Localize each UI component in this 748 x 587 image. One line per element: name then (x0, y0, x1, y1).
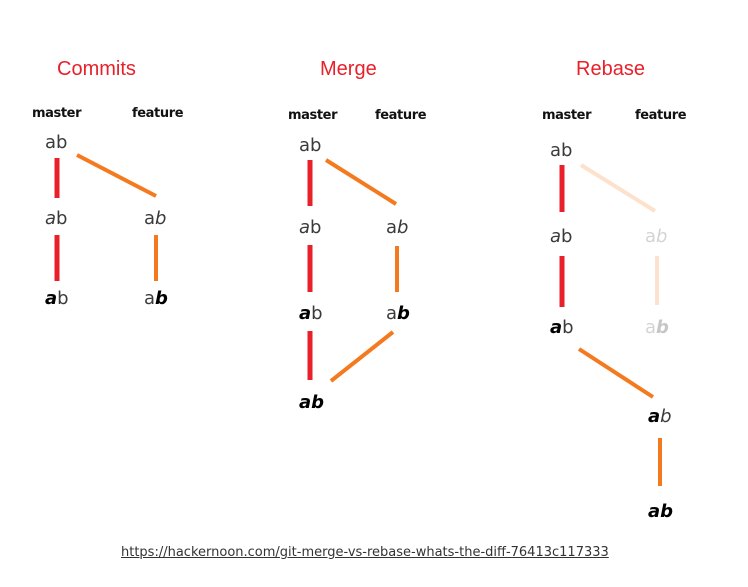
node-a-bold: a (45, 288, 58, 309)
rebase-old-feature-node-1: ab (645, 228, 667, 246)
rebase-master-node-1: ab (550, 142, 572, 160)
merge-master-header: master (288, 108, 338, 123)
rebase-title: Rebase (576, 58, 645, 80)
node-a: a (45, 132, 57, 153)
node-a: a (386, 303, 398, 324)
commits-title: Commits (57, 58, 136, 80)
node-b: b (56, 132, 68, 153)
node-b: b (155, 208, 167, 229)
merge-feature-node-1: ab (386, 219, 408, 237)
commits-master-node-3: ab (45, 290, 69, 308)
rebase-old-feature-node-2: ab (645, 319, 669, 337)
node-b-bold: b (656, 317, 669, 338)
node-a-bold: a (550, 317, 563, 338)
node-a: a (550, 226, 562, 247)
node-b: b (397, 217, 409, 238)
rebase-new-feature-node-2: ab (648, 503, 673, 521)
node-a-bold: a (648, 501, 661, 522)
node-a: a (645, 317, 657, 338)
commits-feature-node-2: ab (144, 290, 168, 308)
rebase-master-header: master (542, 108, 592, 123)
rebase-old-branch-edge (579, 163, 657, 213)
node-a: a (299, 217, 311, 238)
rebase-new-branch-edge (577, 347, 655, 399)
commits-master-node-1: ab (45, 134, 67, 152)
node-a: a (386, 217, 398, 238)
node-a: a (144, 288, 156, 309)
node-b: b (310, 217, 322, 238)
rebase-new-feature-node-1: ab (648, 408, 672, 426)
node-b: b (561, 140, 573, 161)
merge-master-node-2: ab (299, 219, 321, 237)
node-b: b (57, 288, 69, 309)
commits-branch-edge (76, 153, 157, 198)
node-a: a (645, 226, 657, 247)
node-a: a (45, 208, 57, 229)
merge-master-node-4: ab (299, 394, 324, 412)
node-b-bold: b (660, 501, 674, 522)
node-b-bold: b (311, 392, 325, 413)
node-b: b (310, 135, 322, 156)
merge-feature-node-2: ab (386, 305, 410, 323)
node-b: b (660, 406, 672, 427)
node-b: b (656, 226, 668, 247)
node-a-bold: a (299, 392, 312, 413)
commits-master-node-2: ab (45, 210, 67, 228)
rebase-master-node-3: ab (550, 319, 574, 337)
merge-title: Merge (320, 58, 377, 80)
commits-master-header: master (32, 106, 82, 121)
node-a-bold: a (648, 406, 661, 427)
node-a-bold: a (299, 303, 312, 324)
merge-feature-header: feature (375, 108, 427, 123)
merge-master-node-3: ab (299, 305, 323, 323)
rebase-master-node-2: ab (550, 228, 572, 246)
merge-join-edge (329, 330, 395, 383)
node-a: a (550, 140, 562, 161)
node-b: b (56, 208, 68, 229)
node-a: a (299, 135, 311, 156)
merge-branch-edge (324, 158, 398, 206)
source-link[interactable]: https://hackernoon.com/git-merge-vs-reba… (121, 545, 609, 560)
node-a: a (144, 208, 156, 229)
node-b-bold: b (155, 288, 168, 309)
rebase-feature-header: feature (635, 108, 687, 123)
merge-master-node-1: ab (299, 137, 321, 155)
node-b: b (311, 303, 323, 324)
node-b: b (562, 317, 574, 338)
commits-feature-node-1: ab (144, 210, 166, 228)
node-b: b (561, 226, 573, 247)
node-b-bold: b (397, 303, 410, 324)
commits-feature-header: feature (132, 106, 184, 121)
